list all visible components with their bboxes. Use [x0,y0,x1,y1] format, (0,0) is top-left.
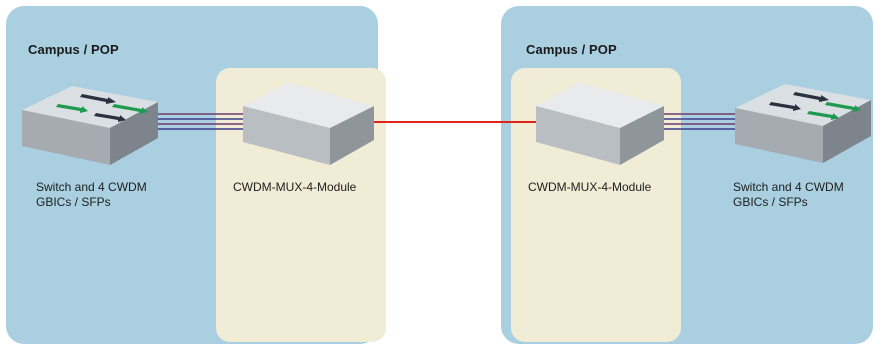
switch-label-right-line1: Switch and 4 CWDM [733,180,844,194]
switch-icon [22,86,158,165]
switch-icon [735,84,871,163]
switch-label-right-line2: GBICs / SFPs [733,195,808,209]
mux-label-right: CWDM-MUX-4-Module [528,180,652,194]
campus-pop-left: Campus / POP [6,6,386,344]
switch-label-left-line1: Switch and 4 CWDM [36,180,147,194]
cwdm-mux-icon [536,82,664,165]
cwdm-mux-icon [243,82,374,165]
switch-label-left-line2: GBICs / SFPs [36,195,111,209]
mux-label-left: CWDM-MUX-4-Module [233,180,357,194]
campus-title-right: Campus / POP [526,42,617,57]
campus-title-left: Campus / POP [28,42,119,57]
